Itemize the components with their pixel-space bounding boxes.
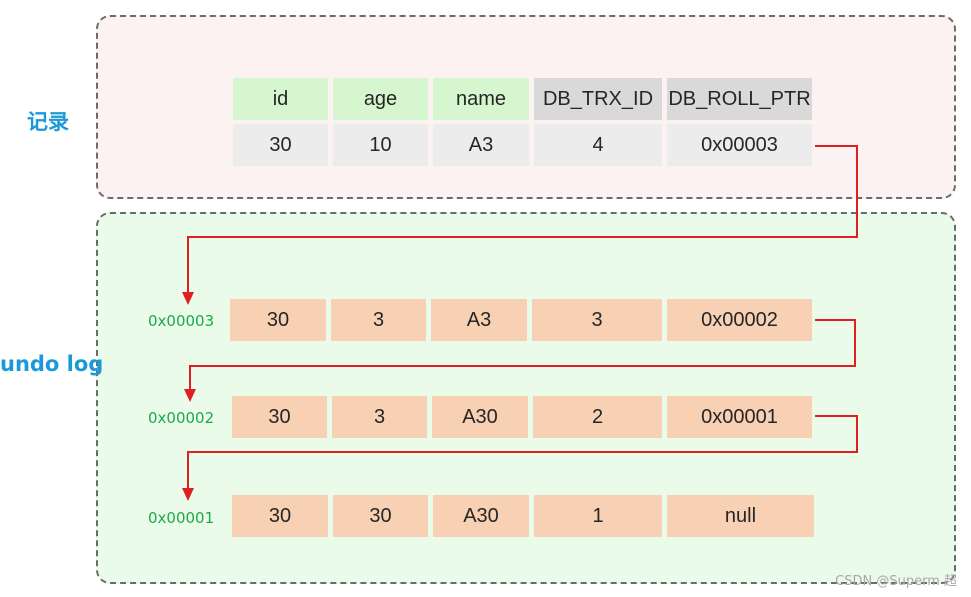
undo-3-id: 30 xyxy=(232,495,328,537)
undo-3-name: A30 xyxy=(433,495,529,537)
undo-2-db-roll-ptr: 0x00001 xyxy=(667,396,812,438)
header-name: name xyxy=(433,78,529,120)
undo-1-id: 30 xyxy=(230,299,326,341)
record-name: A3 xyxy=(433,124,529,166)
header-id: id xyxy=(233,78,328,120)
undo-2-name: A30 xyxy=(432,396,528,438)
undo-3-db-trx-id: 1 xyxy=(534,495,662,537)
undo-1-name: A3 xyxy=(431,299,527,341)
header-db-trx-id: DB_TRX_ID xyxy=(534,78,662,120)
undo-3-age: 30 xyxy=(333,495,428,537)
watermark: CSDN @Superm 超 xyxy=(835,574,957,589)
undo-address-1: 0x00003 xyxy=(148,312,215,330)
undo-1-db-trx-id: 3 xyxy=(532,299,662,341)
undo-2-db-trx-id: 2 xyxy=(533,396,662,438)
undo-1-age: 3 xyxy=(331,299,426,341)
undo-2-id: 30 xyxy=(232,396,327,438)
arrow-undo-1-to-undo-2 xyxy=(189,319,856,391)
record-db-trx-id: 4 xyxy=(534,124,662,166)
undo-address-2: 0x00002 xyxy=(148,409,215,427)
record-id: 30 xyxy=(233,124,328,166)
undo-log-label: undo log xyxy=(0,352,104,376)
undo-address-3: 0x00001 xyxy=(148,509,215,527)
undo-2-age: 3 xyxy=(332,396,427,438)
header-age: age xyxy=(333,78,428,120)
arrowhead-2 xyxy=(184,389,196,402)
record-age: 10 xyxy=(333,124,428,166)
record-db-roll-ptr: 0x00003 xyxy=(667,124,812,166)
record-label: 记录 xyxy=(27,110,69,134)
header-db-roll-ptr: DB_ROLL_PTR xyxy=(667,78,812,120)
arrowhead-3 xyxy=(182,488,194,501)
arrow-record-to-undo-1 xyxy=(187,145,858,294)
undo-1-db-roll-ptr: 0x00002 xyxy=(667,299,812,341)
arrowhead-1 xyxy=(182,292,194,305)
arrow-undo-2-to-undo-3 xyxy=(187,415,858,490)
undo-3-db-roll-ptr: null xyxy=(667,495,814,537)
